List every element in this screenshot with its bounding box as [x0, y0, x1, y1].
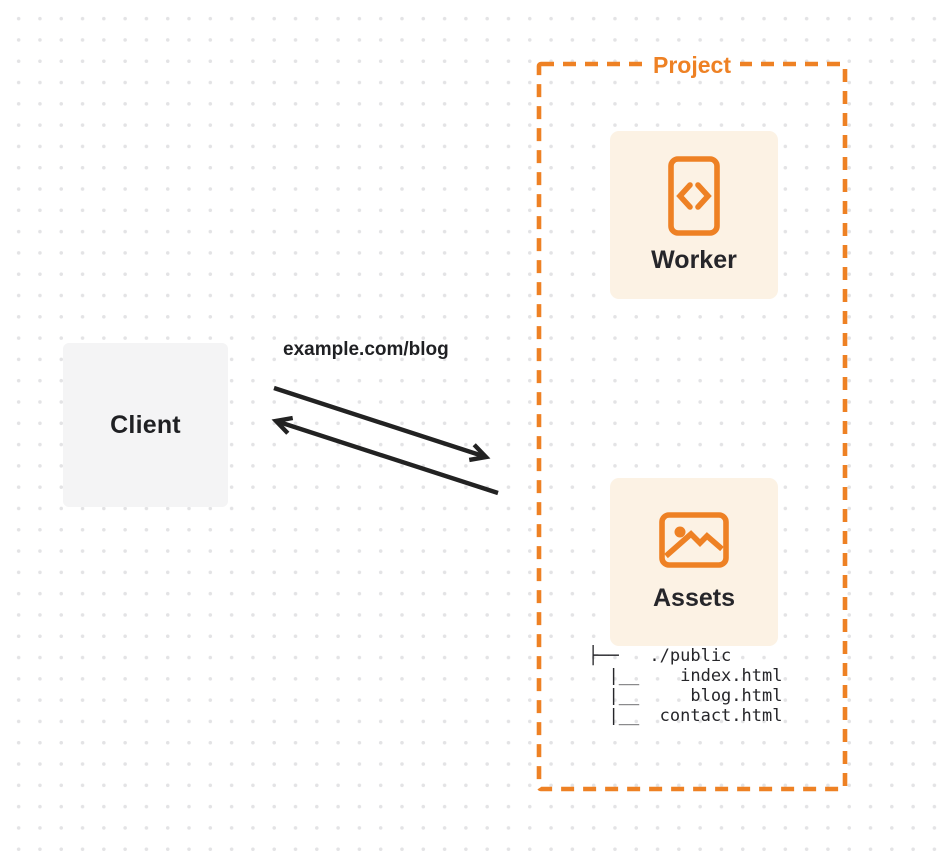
worker-node: Worker — [610, 131, 778, 299]
response-arrow — [271, 415, 499, 496]
assets-file-tree: ├── ./public |__ index.html |__ blog.htm… — [588, 646, 783, 726]
assets-node: Assets — [610, 478, 778, 646]
image-icon — [659, 512, 729, 568]
request-url-label: example.com/blog — [283, 339, 449, 360]
project-label: Project — [644, 50, 740, 80]
request-arrow — [273, 385, 491, 463]
project-dashed-border — [536, 61, 848, 792]
assets-label: Assets — [653, 584, 735, 612]
client-node: Client — [63, 343, 228, 507]
client-label: Client — [110, 410, 181, 439]
code-file-icon — [668, 156, 720, 236]
worker-label: Worker — [651, 246, 737, 274]
